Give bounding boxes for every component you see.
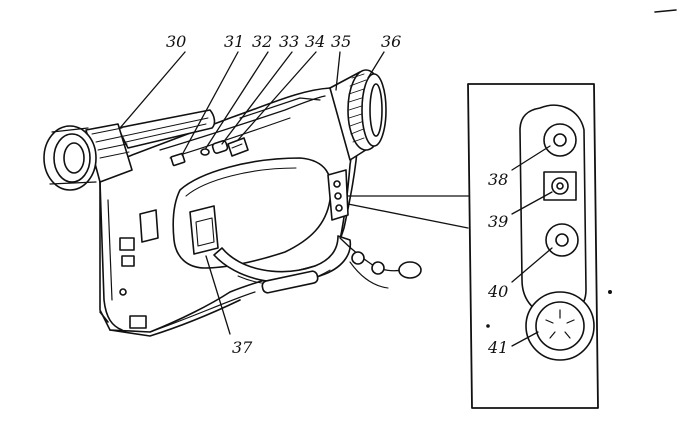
leader-35: [335, 51, 341, 91]
leader-36: [367, 51, 385, 79]
callout-37: 37: [232, 338, 253, 357]
leader-37: [205, 255, 231, 335]
leader-lines: [119, 51, 553, 347]
connector-panel: [347, 83, 612, 409]
leader-33: [221, 51, 293, 145]
callout-35: 35: [331, 32, 352, 51]
callout-34: 34: [305, 32, 326, 51]
callout-36: 36: [381, 32, 402, 51]
leader-32: [205, 51, 269, 149]
stray-mark: [654, 9, 677, 13]
callout-30: 30: [166, 32, 187, 51]
leader-31: [181, 51, 239, 156]
callout-40: 40: [488, 282, 509, 301]
callout-39: 39: [488, 212, 509, 231]
callout-31: 31: [224, 32, 245, 51]
leader-39: [511, 191, 553, 215]
leader-41: [511, 331, 539, 347]
viewfinder: [43, 123, 133, 191]
callout-38: 38: [488, 170, 509, 189]
callout-32: 32: [252, 32, 273, 51]
leader-38: [511, 145, 551, 171]
leader-30: [119, 51, 186, 129]
leader-40: [511, 247, 553, 283]
lens-barrel: [329, 69, 387, 161]
leader-34: [237, 51, 317, 141]
callout-33: 33: [279, 32, 300, 51]
callout-41: 41: [488, 338, 509, 357]
